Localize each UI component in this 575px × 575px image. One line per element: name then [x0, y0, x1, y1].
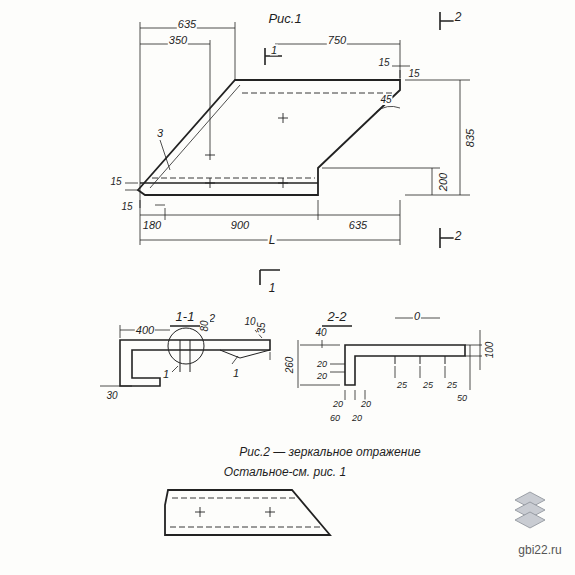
slab-edge: [150, 85, 240, 188]
rebar: [170, 498, 322, 527]
dimension-label: 180: [142, 220, 162, 231]
dimension-label: 60: [329, 414, 341, 423]
rebar: [152, 93, 395, 178]
dimension-label: 15: [407, 69, 420, 79]
dimension-label: 50: [456, 394, 468, 403]
dimension-label: 40: [314, 328, 327, 338]
dimension-label: 635: [348, 220, 368, 231]
dimension-label: 20: [332, 400, 344, 409]
dimension-label: 20: [316, 372, 328, 381]
dimension-label: 350: [168, 35, 188, 46]
dimension-line: [298, 318, 482, 400]
axis-mark: [195, 507, 275, 517]
detail-circle: [168, 328, 204, 364]
dimension-label: 260: [285, 356, 295, 375]
dimension-line: [100, 325, 270, 386]
slab-outline-mirrored: [165, 490, 330, 535]
section-number-label: 1: [270, 45, 278, 56]
section-number-label: 1: [268, 282, 277, 294]
axis-mark: [205, 113, 288, 188]
section-profile: [120, 340, 270, 386]
angle-value-label: 45: [379, 95, 392, 105]
section-title-label: 1-1: [175, 310, 196, 323]
dimension-label: 15: [109, 177, 122, 187]
dimension-label: 10: [243, 317, 256, 327]
dimension-label: 900: [230, 220, 250, 231]
slab-edge: [140, 182, 318, 183]
callout-number-label: 3: [156, 128, 164, 139]
rib: [180, 340, 270, 372]
dimension-label: 20: [316, 360, 328, 369]
section-number-label: 2: [454, 230, 463, 242]
figure-caption-label: Рис.2 — зеркальное отражение: [238, 446, 421, 458]
dimension-label: 20: [351, 414, 363, 423]
dimension-label: 0: [413, 311, 421, 322]
dimension-label: 100: [485, 341, 495, 360]
dimension-label: 25: [396, 381, 408, 390]
section-number-label: 2: [454, 11, 463, 23]
callout-number-label: 1: [162, 369, 170, 380]
dimension-label: L: [268, 234, 277, 246]
dimension-label: 25: [422, 381, 434, 390]
callout-number-label: 1: [232, 368, 240, 379]
dimension-label: 200: [438, 172, 449, 192]
section-profile: [345, 345, 465, 385]
dimension-label: 15: [120, 202, 133, 212]
watermark-label: gbi22.ru: [517, 544, 562, 556]
dimension-label: 750: [327, 35, 347, 46]
figure-title-label: Рис.1: [267, 12, 302, 25]
dimension-label: 15: [377, 58, 390, 68]
dimension-label: 835: [465, 128, 476, 148]
logo-icon: [515, 492, 545, 528]
dimension-label: 25: [446, 381, 458, 390]
note-label: Остальное-см. рис. 1: [223, 466, 347, 478]
dimension-label: 400: [135, 325, 155, 336]
section-title-label: 2-2: [327, 310, 348, 323]
slab-outline: [138, 80, 400, 195]
dimension-label: 80: [200, 319, 210, 332]
dimension-line: [125, 22, 470, 245]
section-mark: [260, 12, 455, 285]
dimension-label: 35: [257, 321, 267, 334]
dimension-label: 20: [360, 400, 372, 409]
dimension-label: 30: [105, 391, 118, 401]
dimension-label: 635: [177, 19, 197, 30]
angle-arc: [376, 107, 400, 112]
rib: [395, 356, 445, 364]
